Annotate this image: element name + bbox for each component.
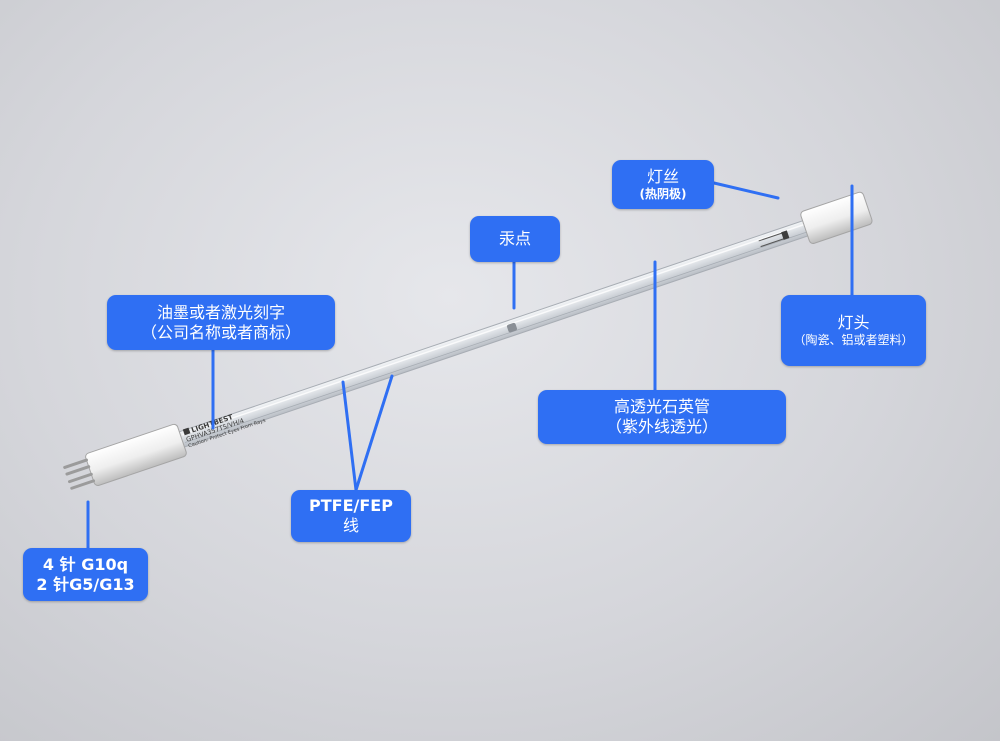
label-pins-title: 4 针 G10q (42, 554, 129, 574)
label-ptfe-sub: 线 (342, 516, 359, 535)
label-ptfe: PTFE/FEP 线 (291, 490, 411, 542)
label-ptfe-title: PTFE/FEP (309, 496, 393, 515)
brand-logo-icon (182, 427, 191, 436)
mercury-spot (506, 322, 518, 333)
label-filament: 灯丝 (热阴极) (612, 160, 714, 209)
label-cap: 灯头 （陶瓷、铝或者塑料） (781, 295, 926, 366)
label-cap-title: 灯头 (837, 313, 870, 332)
label-filament-title: 灯丝 (646, 167, 679, 186)
label-quartz-sub: （紫外线透光） (605, 417, 718, 436)
leader-ptfe-b (354, 374, 394, 492)
lamp-cap-right (800, 191, 873, 244)
label-pins: 4 针 G10q 2 针G5/G13 (23, 548, 148, 601)
label-ink-sub: （公司名称或者商标） (140, 322, 301, 342)
leader-lines (86, 181, 854, 550)
label-pins-sub: 2 针G5/G13 (36, 574, 135, 594)
label-mercury-title: 汞点 (498, 229, 531, 248)
filament (758, 230, 790, 248)
label-cap-sub: （陶瓷、铝或者塑料） (793, 333, 914, 347)
lamp-pins (63, 458, 96, 490)
lamp-cap-left (85, 423, 187, 486)
label-ink: 油墨或者激光刻字 （公司名称或者商标） (107, 295, 335, 350)
label-quartz: 高透光石英管 （紫外线透光） (538, 390, 786, 444)
label-ink-title: 油墨或者激光刻字 (156, 302, 285, 322)
leader-ptfe-a (341, 380, 358, 492)
leader-filament (712, 181, 780, 200)
label-quartz-title: 高透光石英管 (613, 397, 710, 416)
label-filament-sub: (热阴极) (639, 187, 687, 201)
label-mercury: 汞点 (470, 216, 560, 262)
